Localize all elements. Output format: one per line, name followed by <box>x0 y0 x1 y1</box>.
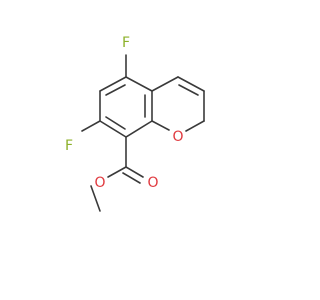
bond-oester-methyl <box>90 185 101 212</box>
bond-c5-c4a <box>125 76 153 92</box>
bond-c2-o1 <box>185 120 205 132</box>
atom-label-oxygen-carbonyl: O <box>147 175 158 191</box>
atom-label-oxygen-ester: O <box>94 175 105 191</box>
bond-carbonyl-double-b <box>122 172 141 184</box>
bond-ccarbonyl-oester <box>107 166 127 178</box>
bond-carbonyl-double-a <box>125 166 144 178</box>
atom-label-fluorine-left: F <box>65 138 73 154</box>
chemical-structure: F F O O O <box>0 0 300 300</box>
atom-label-oxygen-ring: O <box>172 129 183 145</box>
bond-c6-c5-inner <box>105 84 126 96</box>
bond-c4a-c4 <box>151 76 179 92</box>
bond-c7-f <box>81 120 101 132</box>
bond-c8-c7-inner <box>105 116 126 130</box>
bond-c8a-c8 <box>125 120 153 138</box>
bond-c6-c5 <box>99 76 127 92</box>
bond-o1-c8a <box>151 120 170 131</box>
atom-label-fluorine-top: F <box>122 35 130 51</box>
bond-c4-c3-inner <box>178 84 199 96</box>
background <box>0 0 300 300</box>
bond-c4-c3 <box>177 76 205 92</box>
bond-c8-c7 <box>99 120 127 138</box>
